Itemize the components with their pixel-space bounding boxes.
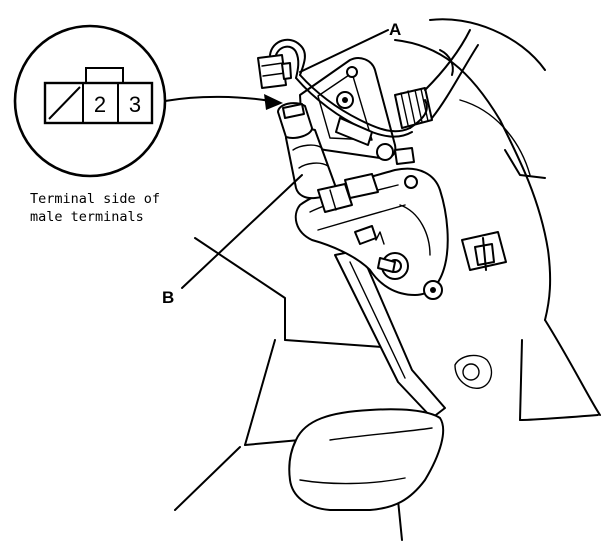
- bracket-stud: [461, 231, 507, 271]
- arrow-head: [264, 94, 283, 110]
- terminal-2-label: 2: [94, 92, 106, 117]
- connector-face: [43, 81, 154, 125]
- caption-line-1: Terminal side of: [30, 191, 160, 207]
- floor-panel-lines: [174, 237, 403, 541]
- connector-detail-inset: 2 3: [13, 24, 167, 178]
- callout-b: B: [162, 174, 303, 307]
- firewall-panel: [394, 18, 601, 421]
- blank-terminal-slash: [48, 86, 81, 120]
- pedal-position-switch: [277, 102, 379, 213]
- connector-lock-tab: [85, 67, 124, 84]
- caption-line-2: male terminals: [30, 209, 144, 225]
- pedal-pad: [288, 408, 445, 511]
- terminal-3-label: 3: [129, 92, 141, 117]
- callout-a: A: [299, 20, 401, 73]
- inset-pointer-arrow: [164, 94, 283, 110]
- callout-a-label: A: [389, 20, 401, 39]
- callout-b-label: B: [162, 288, 174, 307]
- inset-caption: Terminal side of male terminals: [30, 191, 160, 225]
- wiring-harness: [257, 29, 479, 165]
